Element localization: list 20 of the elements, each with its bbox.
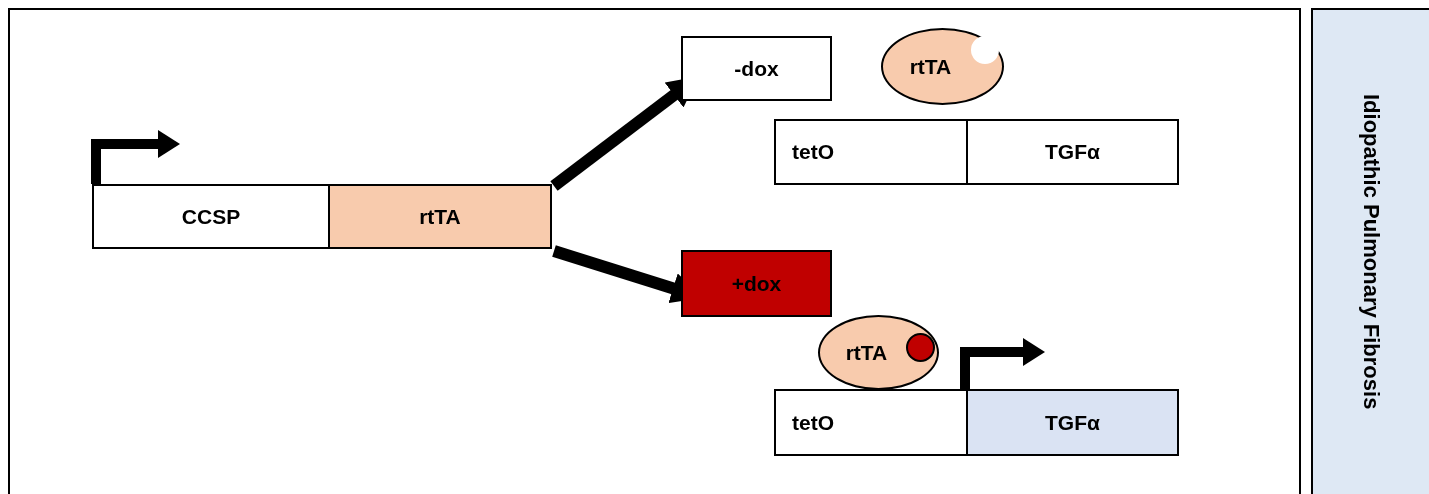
segment-label: -dox (734, 56, 779, 81)
segment-label: tetO (792, 140, 834, 164)
segment-label: TGFα (1045, 410, 1100, 435)
segment-label: CCSP (181, 204, 241, 229)
band-title: Idiopathic Pulmonary Fibrosis (1358, 94, 1384, 410)
segment-label: TGFα (1045, 140, 1100, 164)
segment-label: tetO (792, 410, 834, 435)
side-band (1311, 8, 1429, 494)
segment-label: rtTA (419, 204, 461, 229)
gene-segment-box (774, 389, 968, 456)
condition-box (681, 36, 832, 101)
gene-segment-box (966, 389, 1179, 456)
segment-label: rtTA (845, 340, 888, 365)
segment-label: rtTA (909, 54, 952, 79)
gene-segment-box (328, 184, 552, 249)
gene-segment-box (92, 184, 330, 249)
gene-segment-box (774, 119, 968, 185)
segment-label: +dox (731, 271, 782, 296)
gene-segment-box (966, 119, 1179, 185)
condition-box (681, 250, 832, 317)
